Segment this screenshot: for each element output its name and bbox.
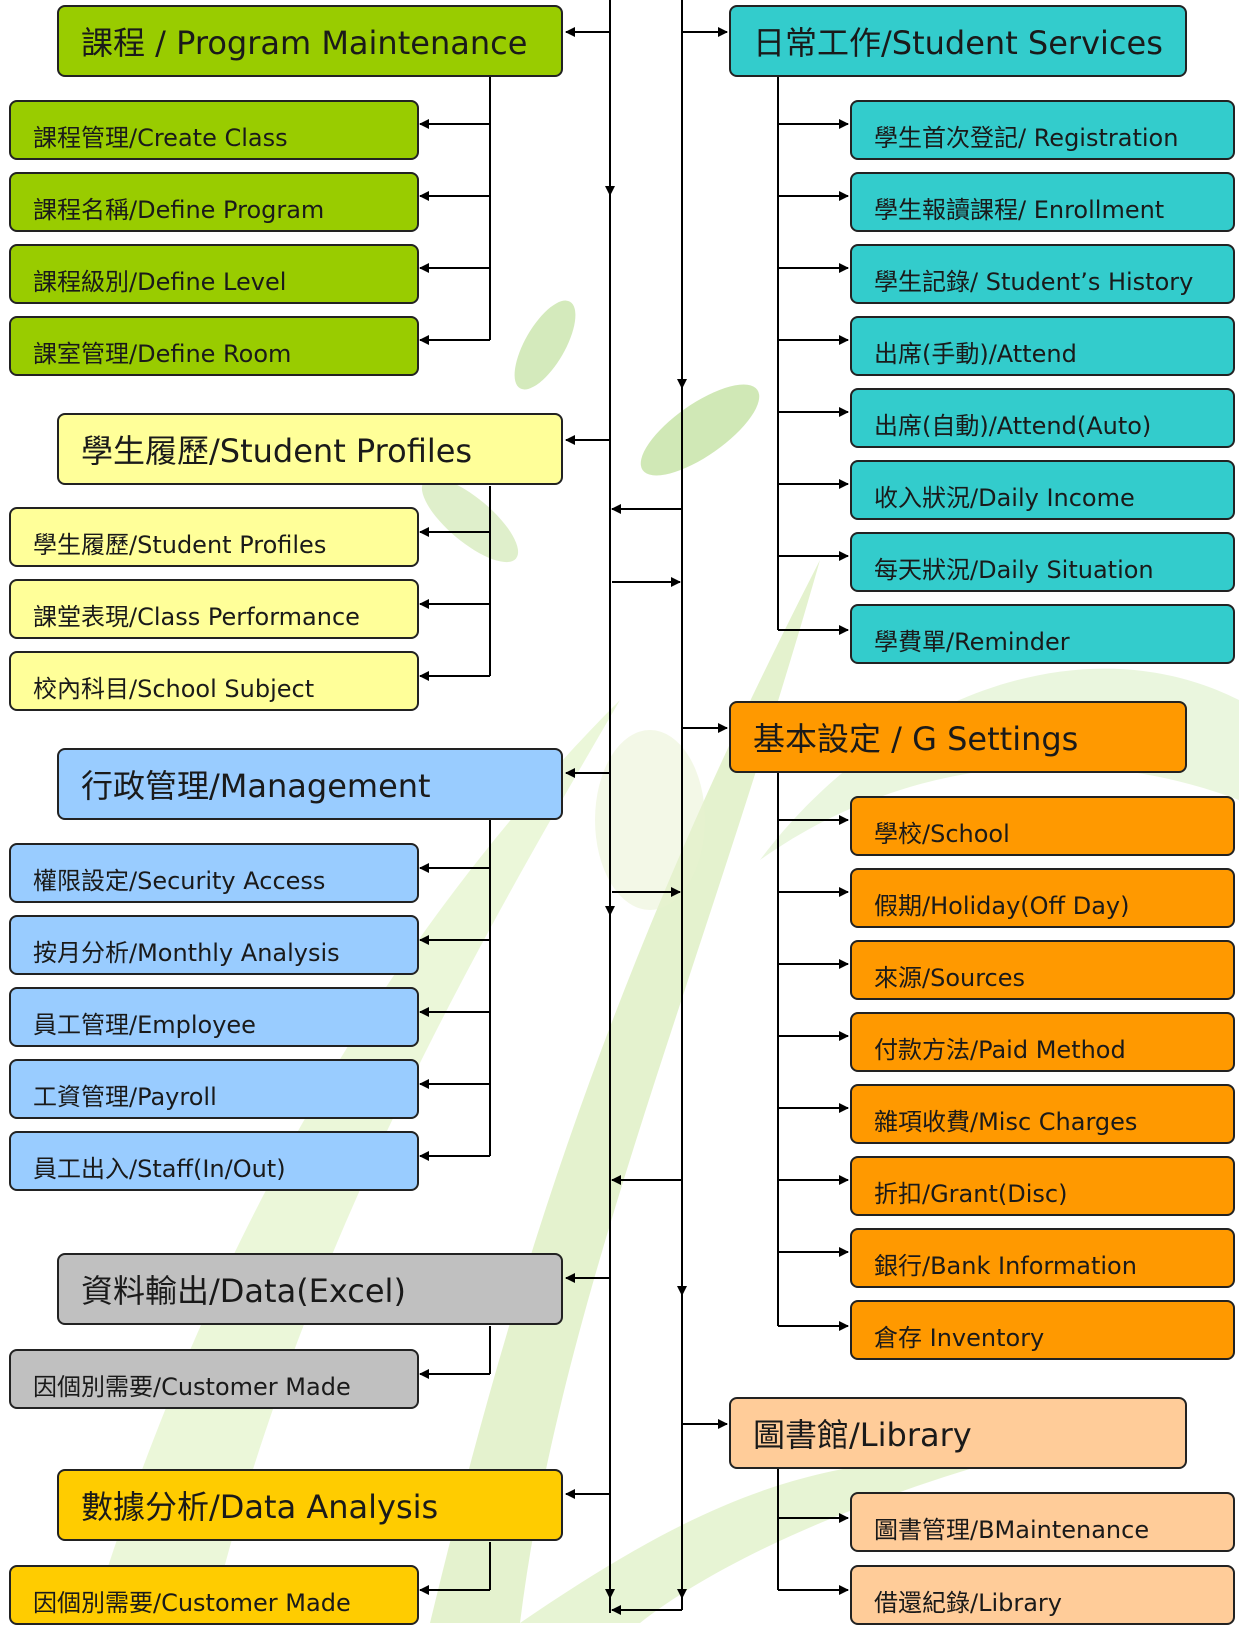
library-header[interactable]: 圖書館/Library — [729, 1397, 1187, 1469]
data-analysis-customer-made-item[interactable]: 因個別需要/Customer Made — [9, 1565, 419, 1625]
student-services-header[interactable]: 日常工作/Student Services — [729, 5, 1187, 77]
security-access-item[interactable]: 權限設定/Security Access — [9, 843, 419, 903]
enrollment-item[interactable]: 學生報讀課程/ Enrollment — [850, 172, 1235, 232]
monthly-analysis-item[interactable]: 按月分析/Monthly Analysis — [9, 915, 419, 975]
data-excel-header[interactable]: 資料輸出/Data(Excel) — [57, 1253, 563, 1325]
holiday-item[interactable]: 假期/Holiday(Off Day) — [850, 868, 1235, 928]
attend-item[interactable]: 出席(手動)/Attend — [850, 316, 1235, 376]
create-class-item[interactable]: 課程管理/Create Class — [9, 100, 419, 160]
inventory-item[interactable]: 倉存 Inventory — [850, 1300, 1235, 1360]
student-profiles-item[interactable]: 學生履歷/Student Profiles — [9, 507, 419, 567]
attend-auto-item[interactable]: 出席(自動)/Attend(Auto) — [850, 388, 1235, 448]
grant-disc-item[interactable]: 折扣/Grant(Disc) — [850, 1156, 1235, 1216]
paid-method-item[interactable]: 付款方法/Paid Method — [850, 1012, 1235, 1072]
employee-item[interactable]: 員工管理/Employee — [9, 987, 419, 1047]
data-excel-customer-made-item[interactable]: 因個別需要/Customer Made — [9, 1349, 419, 1409]
define-level-item[interactable]: 課程級別/Define Level — [9, 244, 419, 304]
data-analysis-header[interactable]: 數據分析/Data Analysis — [57, 1469, 563, 1541]
student-profiles-header[interactable]: 學生履歷/Student Profiles — [57, 413, 563, 485]
class-performance-item[interactable]: 課堂表現/Class Performance — [9, 579, 419, 639]
program-maintenance-header[interactable]: 課程 / Program Maintenance — [57, 5, 563, 77]
management-header[interactable]: 行政管理/Management — [57, 748, 563, 820]
sources-item[interactable]: 來源/Sources — [850, 940, 1235, 1000]
define-program-item[interactable]: 課程名稱/Define Program — [9, 172, 419, 232]
g-settings-header[interactable]: 基本設定 / G Settings — [729, 701, 1187, 773]
school-item[interactable]: 學校/School — [850, 796, 1235, 856]
registration-item[interactable]: 學生首次登記/ Registration — [850, 100, 1235, 160]
reminder-item[interactable]: 學費單/Reminder — [850, 604, 1235, 664]
daily-income-item[interactable]: 收入狀況/Daily Income — [850, 460, 1235, 520]
bmaintenance-item[interactable]: 圖書管理/BMaintenance — [850, 1492, 1235, 1552]
school-subject-item[interactable]: 校內科目/School Subject — [9, 651, 419, 711]
misc-charges-item[interactable]: 雜項收費/Misc Charges — [850, 1084, 1235, 1144]
library-records-item[interactable]: 借還紀錄/Library — [850, 1565, 1235, 1625]
student-history-item[interactable]: 學生記錄/ Student’s History — [850, 244, 1235, 304]
daily-situation-item[interactable]: 每天狀況/Daily Situation — [850, 532, 1235, 592]
payroll-item[interactable]: 工資管理/Payroll — [9, 1059, 419, 1119]
define-room-item[interactable]: 課室管理/Define Room — [9, 316, 419, 376]
staff-in-out-item[interactable]: 員工出入/Staff(In/Out) — [9, 1131, 419, 1191]
bank-information-item[interactable]: 銀行/Bank Information — [850, 1228, 1235, 1288]
